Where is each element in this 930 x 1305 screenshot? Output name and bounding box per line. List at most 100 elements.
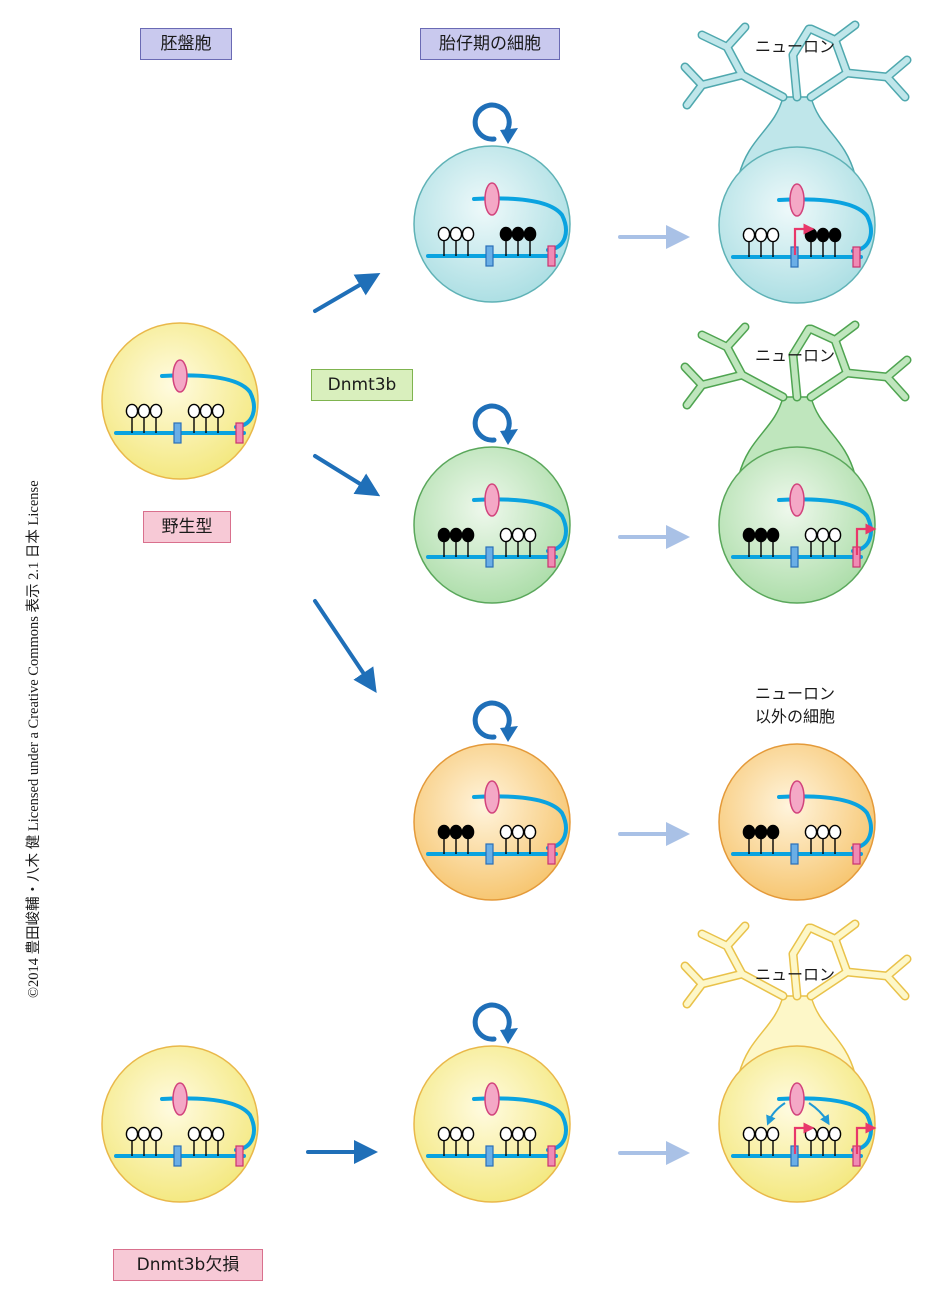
label-wild-type: 野生型 <box>143 511 231 543</box>
dendrite-branch <box>699 72 745 88</box>
cpg-site <box>211 1126 225 1142</box>
cpg-site <box>816 527 830 543</box>
cell-nonneuron-3 <box>718 743 876 901</box>
dendrite-branch <box>699 32 730 50</box>
cell-body <box>718 1045 876 1203</box>
promoter-pink <box>547 546 556 568</box>
dendrite-branch <box>739 72 786 100</box>
dendrite-branch <box>884 973 908 999</box>
cell-cycle-arc <box>472 102 512 142</box>
transcription-start-pink-promoter <box>855 1122 877 1154</box>
cell-cycle-head <box>500 429 518 445</box>
dendrite-branch <box>699 971 745 987</box>
cpg-site <box>804 227 818 243</box>
dendrite-branch <box>832 322 858 343</box>
cell-cycle-icon <box>472 403 518 445</box>
cpg-site <box>754 1126 768 1142</box>
enhancer-factor <box>789 483 805 517</box>
cell-body <box>718 146 876 304</box>
transcription-start-pink-promoter <box>855 523 877 555</box>
cpg-site <box>449 226 463 242</box>
cpg-site <box>804 824 818 840</box>
dendrite-branch <box>699 372 745 388</box>
dendrite-branch <box>790 52 800 100</box>
cpg-site <box>461 226 475 242</box>
promoter-blue <box>173 422 182 444</box>
dendrite-branch <box>739 372 786 400</box>
dendrite-branch <box>724 943 745 977</box>
enhancer-factor <box>789 1082 805 1116</box>
promoter-pink <box>547 245 556 267</box>
label-dnmt3b: Dnmt3b <box>311 369 413 401</box>
cell-embryo-4 <box>413 1002 571 1203</box>
cell-cycle-arc <box>472 403 512 443</box>
cpg-site <box>449 527 463 543</box>
dendrite-branch <box>884 74 908 100</box>
cell-body <box>413 145 571 303</box>
dendrite-branch <box>790 951 800 999</box>
arrow-blastocyst-to-embryo-1 <box>313 272 381 313</box>
cpg-site <box>766 824 780 840</box>
cpg-site <box>149 1126 163 1142</box>
dendrite-branch <box>682 364 705 388</box>
cpg-site <box>449 1126 463 1142</box>
cpg-site <box>766 227 780 243</box>
copyright-notice: ©2014 豊田峻輔・八木 健 Licensed under a Creativ… <box>26 480 42 998</box>
cell-cycle-arc <box>472 700 512 740</box>
cpg-site <box>754 527 768 543</box>
cell-body <box>413 446 571 604</box>
cell-body <box>101 322 259 480</box>
cpg-site <box>816 227 830 243</box>
dna-loop <box>472 794 568 850</box>
cell-body <box>101 1045 259 1203</box>
cpg-site <box>461 1126 475 1142</box>
header-embryonic-cells: 胎仔期の細胞 <box>420 28 560 60</box>
cpg-site <box>828 1126 842 1142</box>
cpg-site <box>523 226 537 242</box>
cpg-site <box>742 824 756 840</box>
promoter-pink <box>852 843 861 865</box>
cpg-site <box>149 403 163 419</box>
dendrite-branch <box>884 57 910 80</box>
cpg-site <box>828 227 842 243</box>
dna-loop <box>777 497 873 553</box>
dna-loop <box>472 497 568 553</box>
promoter-pink <box>547 843 556 865</box>
cpg-site <box>187 403 201 419</box>
enhancer-factor <box>484 780 500 814</box>
promoter-pink <box>547 1145 556 1167</box>
cell-embryo-2 <box>413 403 571 604</box>
dendrite-branch <box>884 956 910 979</box>
dna-loop <box>472 196 568 252</box>
dendrite-branch <box>724 344 745 378</box>
promoter-pink <box>235 422 244 444</box>
cpg-site <box>461 527 475 543</box>
cpg-site <box>437 824 451 840</box>
dendrite-branch <box>724 44 745 78</box>
cpg-site <box>804 1126 818 1142</box>
enhancer-factor <box>484 1082 500 1116</box>
cell-cycle-arc <box>472 1002 512 1042</box>
dendrite-branch <box>699 931 730 949</box>
cell-embryo-1 <box>413 102 571 303</box>
cells-layer <box>101 20 912 1203</box>
dna-loop <box>160 373 256 429</box>
cpg-site <box>766 1126 780 1142</box>
dna-loop <box>777 794 873 850</box>
cpg-site <box>511 226 525 242</box>
cpg-site <box>523 527 537 543</box>
dendrite-branch <box>808 26 838 43</box>
cpg-site <box>742 527 756 543</box>
header-neuron-2: ニューロン <box>754 346 835 365</box>
dna-loop <box>777 197 873 253</box>
header-neuron-3-line2: 以外の細胞 <box>754 707 835 726</box>
dendrite-branch <box>832 936 850 975</box>
cpg-site <box>437 226 451 242</box>
cpg-site <box>754 227 768 243</box>
cpg-site <box>437 1126 451 1142</box>
header-neuron-3-line1: ニューロン <box>754 684 835 703</box>
cpg-site <box>804 527 818 543</box>
dendrite-branch <box>844 70 890 80</box>
cell-cycle-icon <box>472 102 518 144</box>
dendrite-branch <box>790 26 812 58</box>
